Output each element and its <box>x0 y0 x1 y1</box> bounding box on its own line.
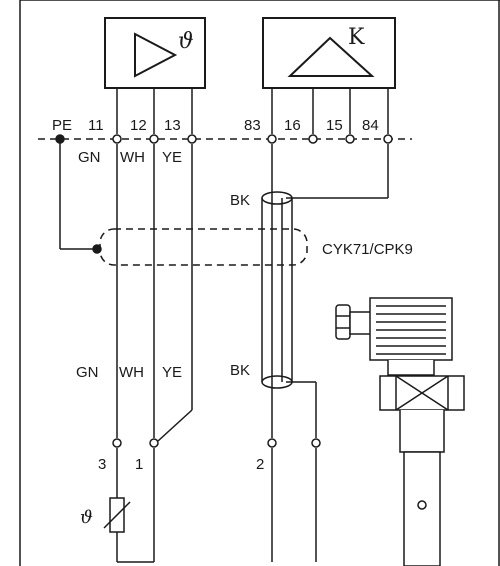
thermistor-symbol: ϑ <box>80 497 131 533</box>
amplifier-triangle-icon <box>134 32 178 78</box>
sensor-2-node <box>267 438 277 448</box>
coax-label-bottom: BK <box>230 362 250 379</box>
wire-colors-mid: GN WH YE <box>76 364 182 381</box>
shield-ground-node <box>92 244 102 254</box>
conductivity-triangle-icon <box>287 36 375 77</box>
wire-color-gn-mid: GN <box>76 364 99 381</box>
sensor-3-node <box>112 438 122 448</box>
terminal-13-node <box>187 134 197 144</box>
coax-label-top: BK <box>230 192 250 209</box>
terminal-13: 13 <box>164 117 181 134</box>
terminal-pe: PE <box>52 117 72 134</box>
wire-color-gn-top: GN <box>78 149 101 166</box>
terminal-11-node <box>112 134 122 144</box>
terminal-16: 16 <box>284 117 301 134</box>
terminal-15: 15 <box>326 117 343 134</box>
wires <box>59 88 389 563</box>
terminal-84-node <box>383 134 393 144</box>
sensor-pin-2: 2 <box>256 456 264 473</box>
conductivity-module: Κ <box>262 17 396 89</box>
cable-label: CYK71/CPK9 <box>322 241 413 258</box>
terminal-84: 84 <box>362 117 379 134</box>
terminal-11: 11 <box>88 117 104 134</box>
terminal-12-node <box>149 134 159 144</box>
thermistor-theta: ϑ <box>80 507 93 528</box>
sensor-pin-3: 3 <box>98 456 106 473</box>
wire-color-ye-top: YE <box>162 149 182 166</box>
pe-node <box>55 134 65 144</box>
sensor-1-node <box>149 438 159 448</box>
wire-color-wh-mid: WH <box>119 364 144 381</box>
wire-color-ye-mid: YE <box>162 364 182 381</box>
kappa-symbol: Κ <box>348 25 365 50</box>
cable-sheath <box>99 228 308 266</box>
sensor-right-node <box>311 438 321 448</box>
wire-colors-top: GN WH YE <box>78 149 182 166</box>
diagram-frame <box>19 0 500 566</box>
coax-labels: BK BK <box>230 192 250 379</box>
connection-nodes <box>55 134 393 448</box>
terminal-15-node <box>345 134 355 144</box>
terminal-83: 83 <box>244 117 261 134</box>
terminal-12: 12 <box>130 117 147 134</box>
wire-color-wh-top: WH <box>120 149 145 166</box>
sensor-pin-1: 1 <box>135 456 143 473</box>
sensor-probe-icon <box>335 297 465 566</box>
coax-shield <box>261 191 293 389</box>
sensor-pin-labels: 3 1 2 <box>98 456 264 473</box>
theta-symbol: ϑ <box>178 29 194 54</box>
terminal-16-node <box>308 134 318 144</box>
temperature-module: ϑ <box>104 17 206 89</box>
terminal-83-node <box>267 134 277 144</box>
terminal-labels: PE 11 12 13 83 16 15 84 <box>52 117 379 134</box>
